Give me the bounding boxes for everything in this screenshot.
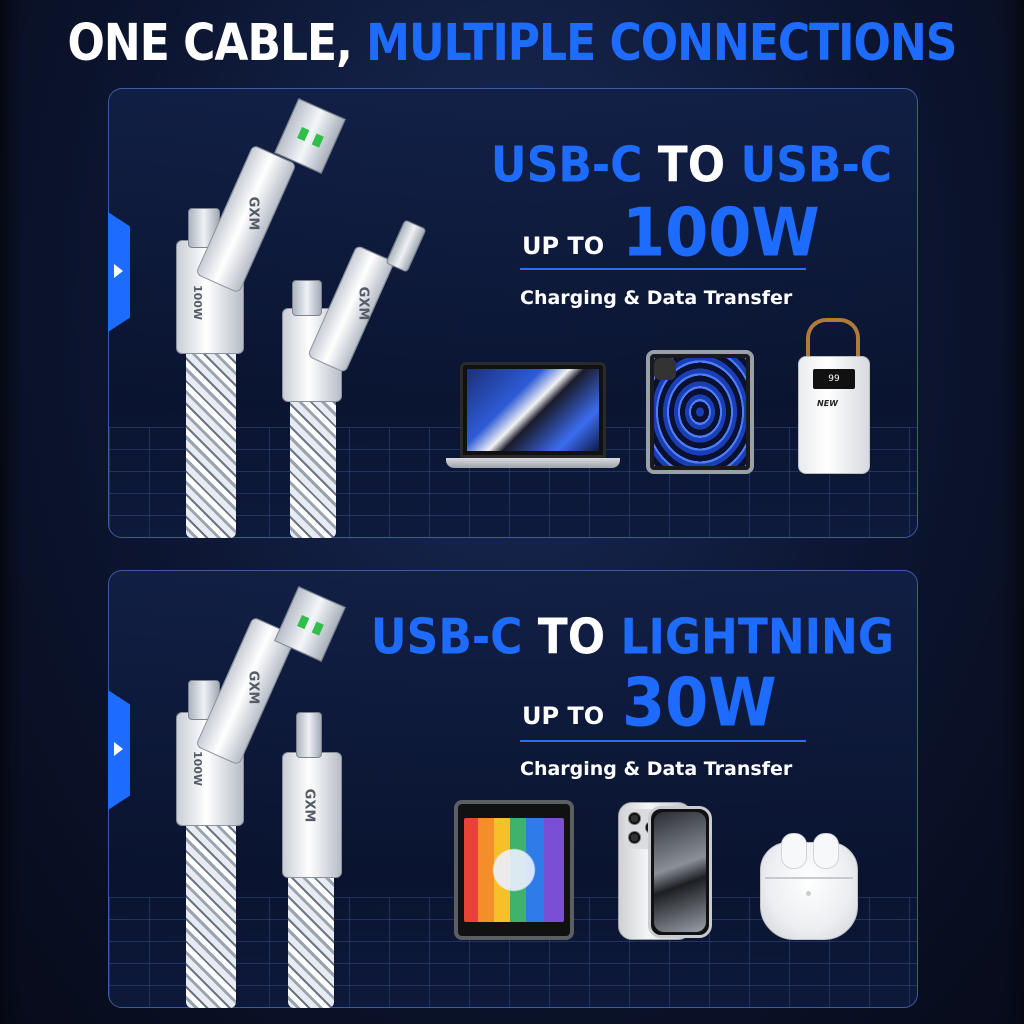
section-1-watts: 100W bbox=[622, 193, 820, 272]
section-2-title-mid: TO bbox=[522, 608, 621, 667]
power-bank-handle bbox=[806, 318, 860, 364]
side-tab-1 bbox=[108, 212, 130, 332]
section-2-up-to: UP TO bbox=[522, 702, 605, 730]
cable-power-label: 100W bbox=[191, 284, 205, 321]
brand-logo: GXM bbox=[355, 286, 371, 321]
section-1-subtitle: Charging & Data Transfer bbox=[520, 287, 793, 309]
headline-part-2: MULTIPLE CONNECTIONS bbox=[366, 14, 957, 73]
braided-cable bbox=[288, 872, 334, 1008]
section-1-title: USB-C TO USB-C bbox=[491, 137, 892, 194]
tablet-icon bbox=[454, 800, 574, 940]
left-vignette bbox=[0, 0, 22, 1024]
power-bank-logo: NEW bbox=[817, 399, 838, 408]
braided-cable bbox=[186, 348, 236, 538]
power-bank-icon: 99 NEW bbox=[798, 356, 870, 474]
braided-cable bbox=[290, 396, 336, 538]
section-1-divider bbox=[520, 268, 806, 270]
power-bank-display: 99 bbox=[813, 369, 855, 389]
laptop-icon bbox=[460, 362, 606, 458]
braided-cable bbox=[186, 818, 236, 1008]
section-2-divider bbox=[520, 740, 806, 742]
section-2-title-a: USB-C bbox=[370, 608, 523, 667]
section-1-title-mid: TO bbox=[642, 136, 741, 195]
brand-logo: GXM bbox=[245, 670, 261, 705]
play-arrow-icon bbox=[114, 742, 123, 756]
connector-housing bbox=[282, 752, 342, 878]
section-2-title-b: LIGHTNING bbox=[620, 608, 895, 667]
section-1-up-to: UP TO bbox=[522, 232, 605, 260]
headline-part-1: ONE CABLE, bbox=[67, 14, 367, 73]
usb-c-plug-icon bbox=[292, 280, 322, 316]
section-1-title-a: USB-C bbox=[490, 136, 643, 195]
cable-power-label: 100W bbox=[191, 750, 205, 787]
laptop-base bbox=[446, 458, 620, 468]
earbuds-case-icon bbox=[760, 833, 858, 940]
brand-logo: GXM bbox=[301, 788, 317, 823]
play-arrow-icon bbox=[114, 264, 123, 278]
section-2-title: USB-C TO LIGHTNING bbox=[371, 609, 894, 666]
phone-icon bbox=[648, 806, 712, 938]
section-2-subtitle: Charging & Data Transfer bbox=[520, 758, 793, 780]
tablet-icon bbox=[646, 350, 754, 474]
section-2-watts: 30W bbox=[622, 663, 777, 742]
section-1-title-b: USB-C bbox=[740, 136, 892, 195]
side-tab-2 bbox=[108, 690, 130, 810]
right-vignette bbox=[1002, 0, 1024, 1024]
brand-logo: GXM bbox=[245, 196, 261, 231]
headline: ONE CABLE, MULTIPLE CONNECTIONS bbox=[0, 14, 1024, 73]
lightning-plug-icon bbox=[296, 712, 322, 758]
